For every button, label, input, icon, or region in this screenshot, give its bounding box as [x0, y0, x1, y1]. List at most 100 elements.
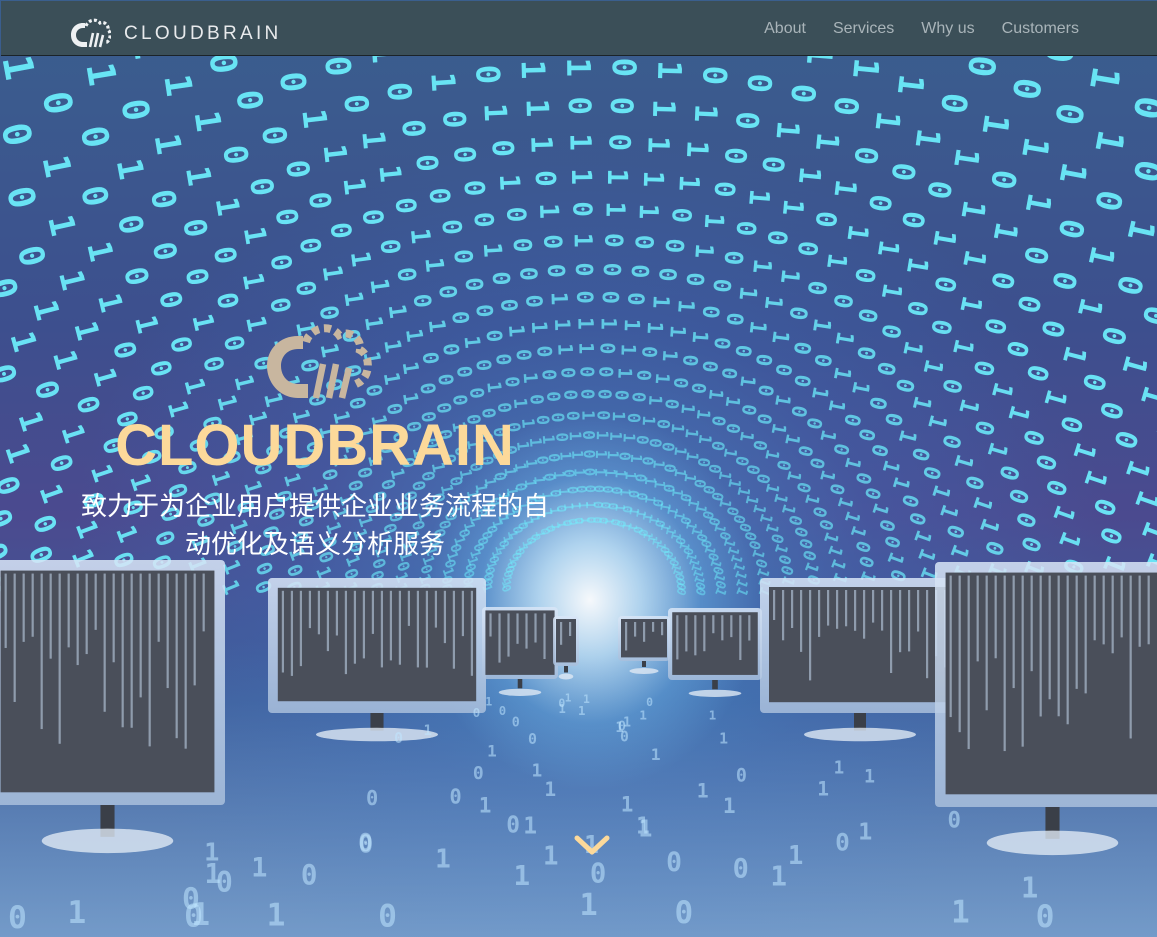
binary-digit: 1: [698, 212, 729, 230]
binary-digit: 1: [519, 372, 541, 385]
binary-digit: 0: [847, 144, 885, 167]
binary-digit: 1: [815, 468, 838, 484]
binary-digit: 0: [599, 485, 615, 494]
binary-digit: 1: [680, 140, 715, 159]
binary-digit: 0: [344, 395, 370, 412]
binary-digit: 1: [687, 103, 724, 123]
binary-digit: 0: [906, 444, 935, 464]
floor-digit: 0: [733, 854, 749, 885]
binary-digit: 0: [433, 428, 455, 442]
binary-digit: 1: [680, 472, 699, 484]
binary-digit: 0: [853, 426, 879, 444]
binary-digit: 0: [227, 87, 269, 113]
binary-digit: 1: [1119, 216, 1157, 245]
binary-digit: 1: [573, 317, 597, 330]
binary-digit: 1: [637, 170, 670, 187]
binary-digit: 0: [439, 452, 461, 466]
binary-digit: 0: [389, 196, 423, 216]
binary-digit: 1: [186, 108, 229, 134]
binary-digit: 1: [601, 168, 634, 185]
binary-digit: 1: [503, 486, 520, 497]
binary-digit: 0: [278, 158, 316, 181]
binary-digit: 0: [597, 501, 612, 509]
binary-digit: 1: [626, 507, 642, 516]
chevron-down-icon[interactable]: [572, 832, 612, 862]
binary-digit: 0: [302, 190, 338, 212]
floor-digit: 1: [565, 692, 572, 705]
binary-digit: 1: [907, 393, 938, 413]
binary-digit: 1: [633, 203, 663, 219]
nav-link-why-us[interactable]: Why us: [921, 19, 975, 37]
binary-digit: 0: [651, 518, 667, 528]
nav-link-services[interactable]: Services: [832, 19, 895, 37]
binary-digit: 1: [488, 549, 505, 561]
binary-digit: 1: [593, 430, 612, 440]
binary-digit: 0: [490, 471, 509, 483]
binary-digit: 1: [2, 327, 44, 356]
binary-digit: 0: [761, 228, 792, 247]
binary-digit: 1: [665, 325, 690, 339]
binary-digit: 1: [667, 422, 688, 434]
binary-digit: 1: [481, 476, 500, 488]
nav-link-customers[interactable]: Customers: [1001, 19, 1079, 37]
binary-digit: 1: [400, 327, 428, 344]
binary-digit: 1: [682, 551, 699, 563]
binary-digit: 0: [603, 96, 639, 115]
monitor-screen: [672, 612, 758, 675]
binary-digit: 1: [641, 494, 658, 504]
brand-link[interactable]: CLOUDBRAIN: [69, 16, 282, 52]
binary-digit: 1: [913, 545, 940, 565]
binary-digit: 1: [344, 249, 376, 269]
binary-digit: 1: [211, 392, 243, 414]
binary-digit: 0: [388, 430, 411, 445]
binary-digit: 1: [466, 514, 484, 526]
binary-digit: 1: [570, 468, 586, 477]
floor-digit: 1: [639, 708, 647, 723]
binary-digit: 0: [553, 504, 569, 513]
binary-digit: 1: [575, 501, 590, 509]
binary-digit: 1: [504, 324, 529, 338]
floor-digit: 0: [1036, 899, 1055, 935]
binary-digit: 0: [451, 444, 472, 457]
binary-digit: 1: [524, 135, 558, 153]
binary-digit: 0: [959, 53, 1004, 80]
binary-digit: 0: [294, 356, 324, 375]
binary-digit: 1: [1002, 402, 1035, 425]
binary-digit: 1: [948, 451, 979, 472]
binary-digit: 1: [499, 578, 515, 590]
binary-digit: 0: [415, 381, 440, 396]
nav-link-about[interactable]: About: [764, 19, 806, 37]
binary-digit: 0: [755, 154, 790, 174]
binary-digit: 1: [563, 133, 597, 151]
binary-digit: 0: [772, 458, 795, 473]
nav-menu: About Services Why us Customers: [737, 1, 1079, 56]
floor-digit: 0: [590, 858, 606, 889]
binary-digit: 0: [1123, 92, 1157, 123]
binary-digit: 0: [801, 415, 826, 431]
binary-digit: 0: [624, 412, 644, 423]
binary-digit: 0: [669, 376, 691, 389]
binary-digit: 0: [0, 359, 24, 389]
binary-digit: 0: [435, 218, 466, 236]
binary-digit: 0: [514, 266, 543, 281]
binary-digit: 0: [0, 119, 40, 151]
floor-digit: 1: [770, 859, 787, 892]
binary-digit: 0: [695, 65, 734, 86]
binary-digit: 1: [86, 364, 123, 390]
binary-digit: 0: [673, 581, 689, 593]
binary-digit: 0: [421, 499, 442, 513]
binary-digit: 0: [1010, 292, 1047, 317]
binary-digit: 0: [626, 264, 654, 279]
binary-digit: 1: [770, 393, 795, 409]
floor-digit: 0: [184, 899, 203, 935]
binary-digit: 0: [9, 241, 53, 270]
binary-digit: 0: [707, 414, 729, 427]
binary-digit: 0: [690, 478, 709, 490]
binary-digit: 0: [175, 216, 214, 241]
binary-digit: 1: [530, 475, 547, 485]
binary-digit: 1: [447, 502, 467, 515]
binary-digit: 1: [1149, 413, 1157, 442]
binary-digit: 1: [656, 501, 673, 511]
binary-digit: 1: [398, 360, 424, 376]
binary-digit: 1: [830, 329, 860, 348]
